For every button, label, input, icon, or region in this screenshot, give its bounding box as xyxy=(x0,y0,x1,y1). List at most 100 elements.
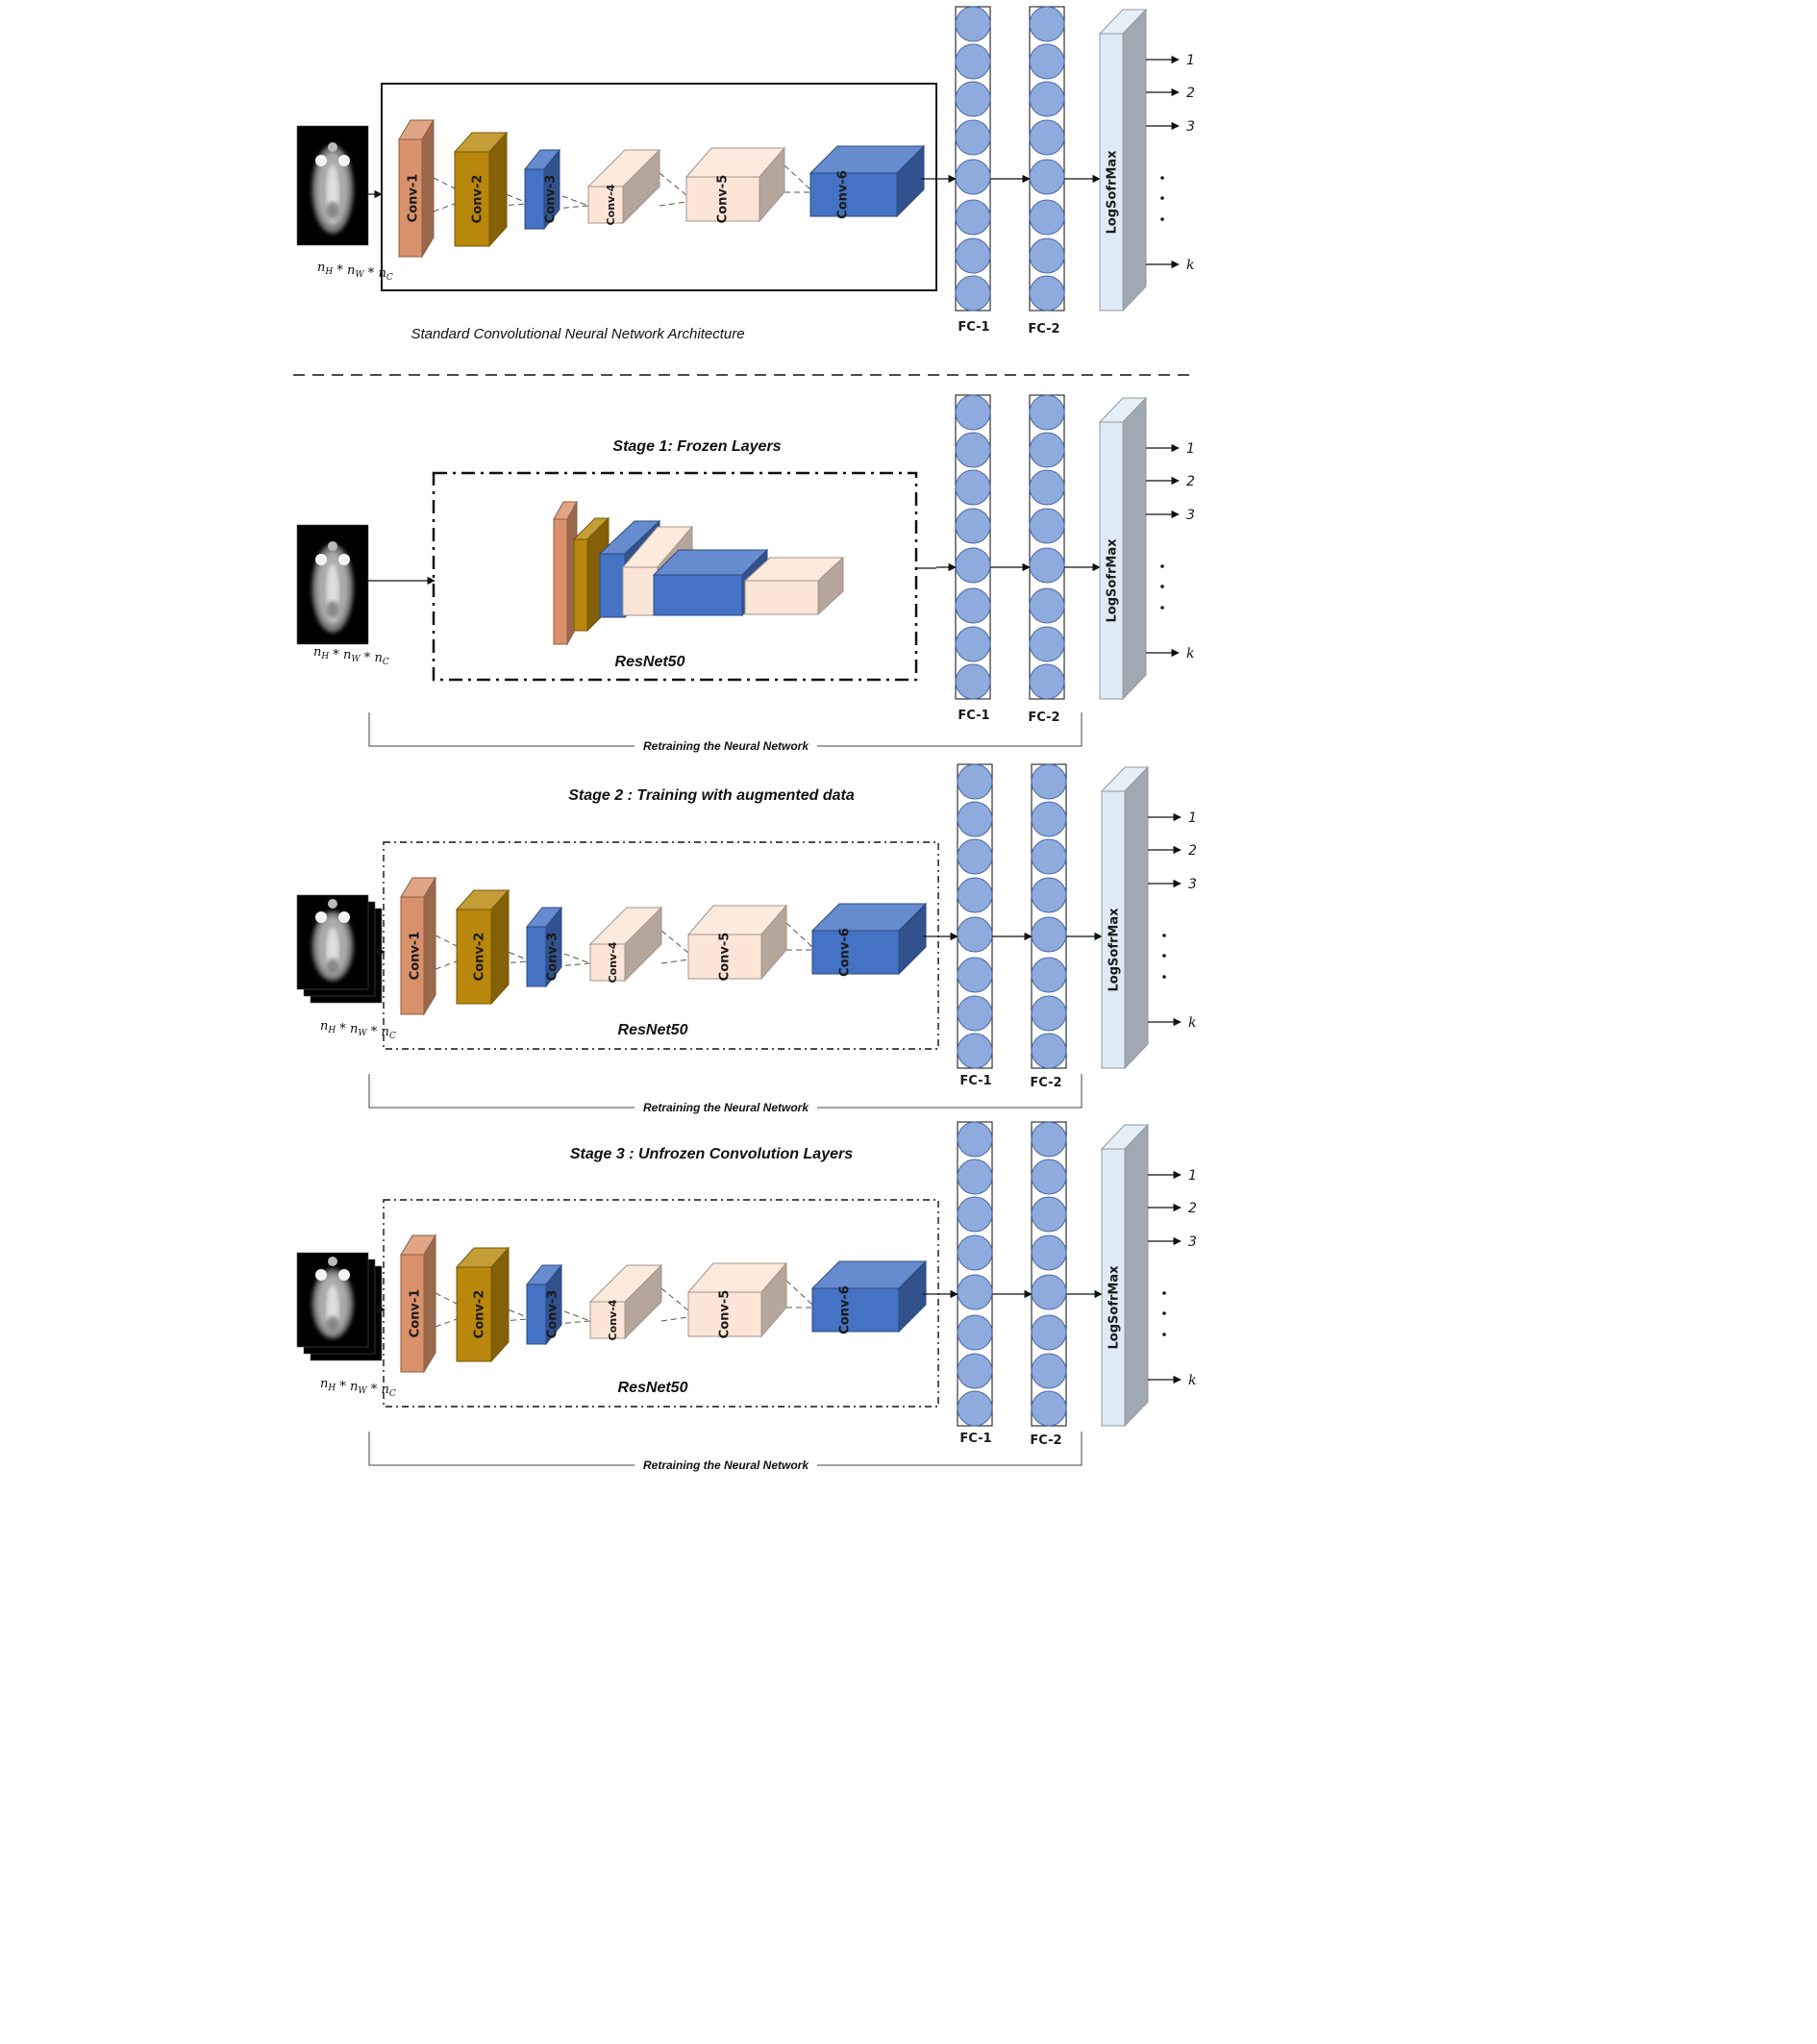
retraining-bracket: Retraining the Neural Network xyxy=(368,712,1083,753)
conv-link-line xyxy=(435,960,458,970)
section-stage-2: Stage 2 : Training with augmented datanH… xyxy=(296,763,1197,1114)
fc-1-label: FC-1 xyxy=(958,709,989,723)
neuron xyxy=(955,508,991,544)
neuron xyxy=(1031,995,1067,1032)
neuron xyxy=(1029,81,1065,117)
fc-2-column: FC-2 xyxy=(1028,6,1065,337)
softmax-block: LogSofrMax xyxy=(1098,396,1148,701)
conv-3-label: Conv-3 xyxy=(544,175,559,224)
softmax-block: LogSofrMax xyxy=(1100,765,1150,1070)
neuron xyxy=(955,275,991,312)
input-mri-image xyxy=(296,1252,383,1361)
neuron xyxy=(1029,199,1065,236)
output-1-label: 1 xyxy=(1188,810,1197,826)
conv-1-label: Conv-1 xyxy=(409,1289,423,1338)
retraining-bracket: Retraining the Neural Network xyxy=(368,1432,1083,1472)
output-2-label: 2 xyxy=(1188,1201,1197,1216)
neuron xyxy=(957,1196,993,1233)
neuron xyxy=(955,237,991,274)
output-1-label: 1 xyxy=(1186,53,1195,68)
input-size-label: nH * nW * nC xyxy=(320,1019,396,1041)
conv-link-line xyxy=(490,944,528,960)
fc-2-column: FC-2 xyxy=(1028,394,1065,725)
neuron xyxy=(957,838,993,875)
conv-link-line xyxy=(488,187,526,203)
conv-link-line xyxy=(545,1304,591,1322)
conv-link-line xyxy=(659,201,687,207)
neuron xyxy=(1029,43,1065,80)
conv-4-block: Conv-4 xyxy=(586,148,661,225)
conv-3-block: Conv-3 xyxy=(525,1263,563,1346)
neuron xyxy=(1031,1390,1067,1427)
conv-1-block: Conv-1 xyxy=(398,118,435,259)
resnet50-label: ResNet50 xyxy=(615,654,685,670)
ellipsis-dot xyxy=(1162,1311,1166,1315)
input-mri-image xyxy=(296,894,383,1004)
frozen-block-1 xyxy=(553,500,578,646)
conv-link-line xyxy=(660,1287,689,1311)
neuron xyxy=(1031,838,1067,875)
neuron xyxy=(957,1353,993,1389)
softmax-block: LogSofrMax xyxy=(1098,8,1148,312)
resnet50-frame xyxy=(383,1199,939,1408)
resnet50-frame xyxy=(432,471,918,682)
neuron xyxy=(1029,6,1065,42)
conv-2-label: Conv-2 xyxy=(471,175,485,224)
ellipsis-dot xyxy=(1160,196,1164,200)
neuron xyxy=(1031,957,1067,993)
conv-5-label: Conv-5 xyxy=(716,175,731,224)
neuron xyxy=(957,916,993,953)
fc-2-label: FC-2 xyxy=(1030,1076,1061,1090)
conv-link-line xyxy=(545,946,591,964)
conv-link-line xyxy=(488,203,526,208)
conv-1-label: Conv-1 xyxy=(409,932,423,981)
softmax-label: LogSofrMax xyxy=(1106,538,1120,623)
softmax-label: LogSofrMax xyxy=(1108,1265,1122,1350)
frozen-block-6 xyxy=(743,556,845,616)
neuron xyxy=(1029,432,1065,468)
neuron xyxy=(1029,663,1065,700)
neuron xyxy=(957,1390,993,1427)
section-stage-3: Stage 3 : Unfrozen Convolution LayersnH … xyxy=(296,1121,1197,1472)
conv-3-label: Conv-3 xyxy=(546,933,560,982)
conv-link-line xyxy=(785,1280,813,1306)
output-k-label: k xyxy=(1186,258,1194,273)
ellipsis-dot xyxy=(1162,975,1166,979)
conv-link-line xyxy=(435,1318,458,1328)
fc-1-label: FC-1 xyxy=(959,1432,991,1446)
output-k-label: k xyxy=(1188,1015,1196,1031)
ellipsis-dot xyxy=(1160,176,1164,180)
neuron xyxy=(1031,1274,1067,1310)
neuron xyxy=(955,587,991,624)
neuron xyxy=(955,119,991,156)
fc-1-column: FC-1 xyxy=(957,1121,993,1446)
ellipsis-dot xyxy=(1162,934,1166,937)
fc-2-label: FC-2 xyxy=(1028,710,1059,725)
conv-6-block: Conv-6 xyxy=(810,902,928,977)
neuron xyxy=(957,801,993,837)
neuron xyxy=(955,81,991,117)
neuron xyxy=(1029,159,1065,195)
output-3-label: 3 xyxy=(1188,877,1197,892)
conv-link-line xyxy=(785,922,813,948)
neuron xyxy=(1029,275,1065,312)
fc-1-label: FC-1 xyxy=(959,1074,991,1088)
conv-1-block: Conv-1 xyxy=(400,1234,436,1374)
bracket-label: Retraining the Neural Network xyxy=(643,739,809,753)
output-1-label: 1 xyxy=(1188,1168,1197,1184)
ellipsis-dot xyxy=(1162,1291,1166,1295)
conv-link-line xyxy=(435,935,458,947)
neuron xyxy=(957,877,993,913)
neuron xyxy=(955,663,991,700)
conv-link-line xyxy=(784,164,811,190)
neuron xyxy=(957,1234,993,1271)
fc-2-column: FC-2 xyxy=(1030,763,1067,1090)
input-mri-image xyxy=(296,524,369,645)
conv-2-label: Conv-2 xyxy=(473,933,487,982)
neuron xyxy=(1031,1314,1067,1351)
conv-link-line xyxy=(660,959,689,964)
softmax-label: LogSofrMax xyxy=(1108,908,1122,992)
